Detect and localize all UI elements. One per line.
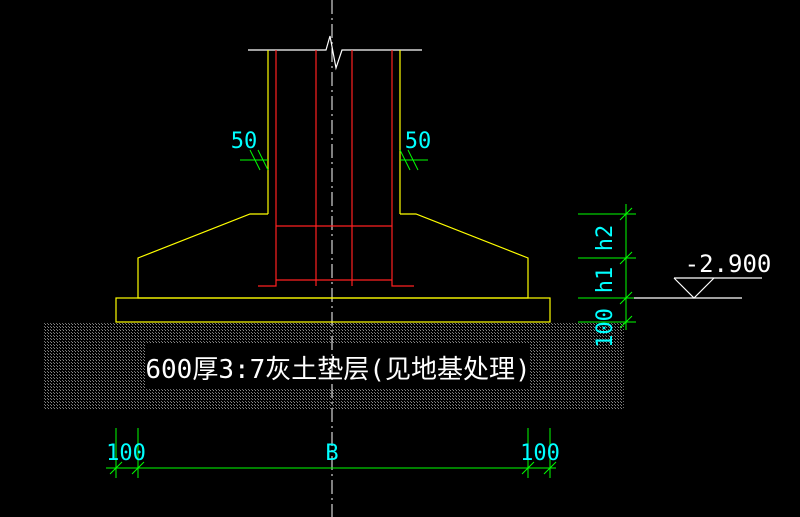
column-rebar [258, 50, 414, 287]
dim-extend-right: 100 [520, 441, 560, 466]
dim-bed-thickness: 100 [593, 308, 618, 348]
column-break-line [248, 35, 422, 71]
dim-width: B [325, 441, 338, 466]
bedding-layer [115, 297, 551, 323]
elevation-marker [634, 277, 762, 299]
footing-outline [137, 213, 529, 299]
cushion-layer-label: 600厚3:7灰土垫层(见地基处理) [145, 355, 530, 385]
dimension-lines [106, 149, 636, 478]
dim-h1: h1 [593, 267, 618, 294]
dim-offset-right: 50 [405, 129, 432, 154]
dim-offset-left: 50 [231, 129, 258, 154]
dim-h2: h2 [593, 225, 618, 252]
dim-extend-left: 100 [106, 441, 146, 466]
cushion-label-box [146, 344, 530, 388]
elevation-value: -2.900 [685, 250, 772, 278]
